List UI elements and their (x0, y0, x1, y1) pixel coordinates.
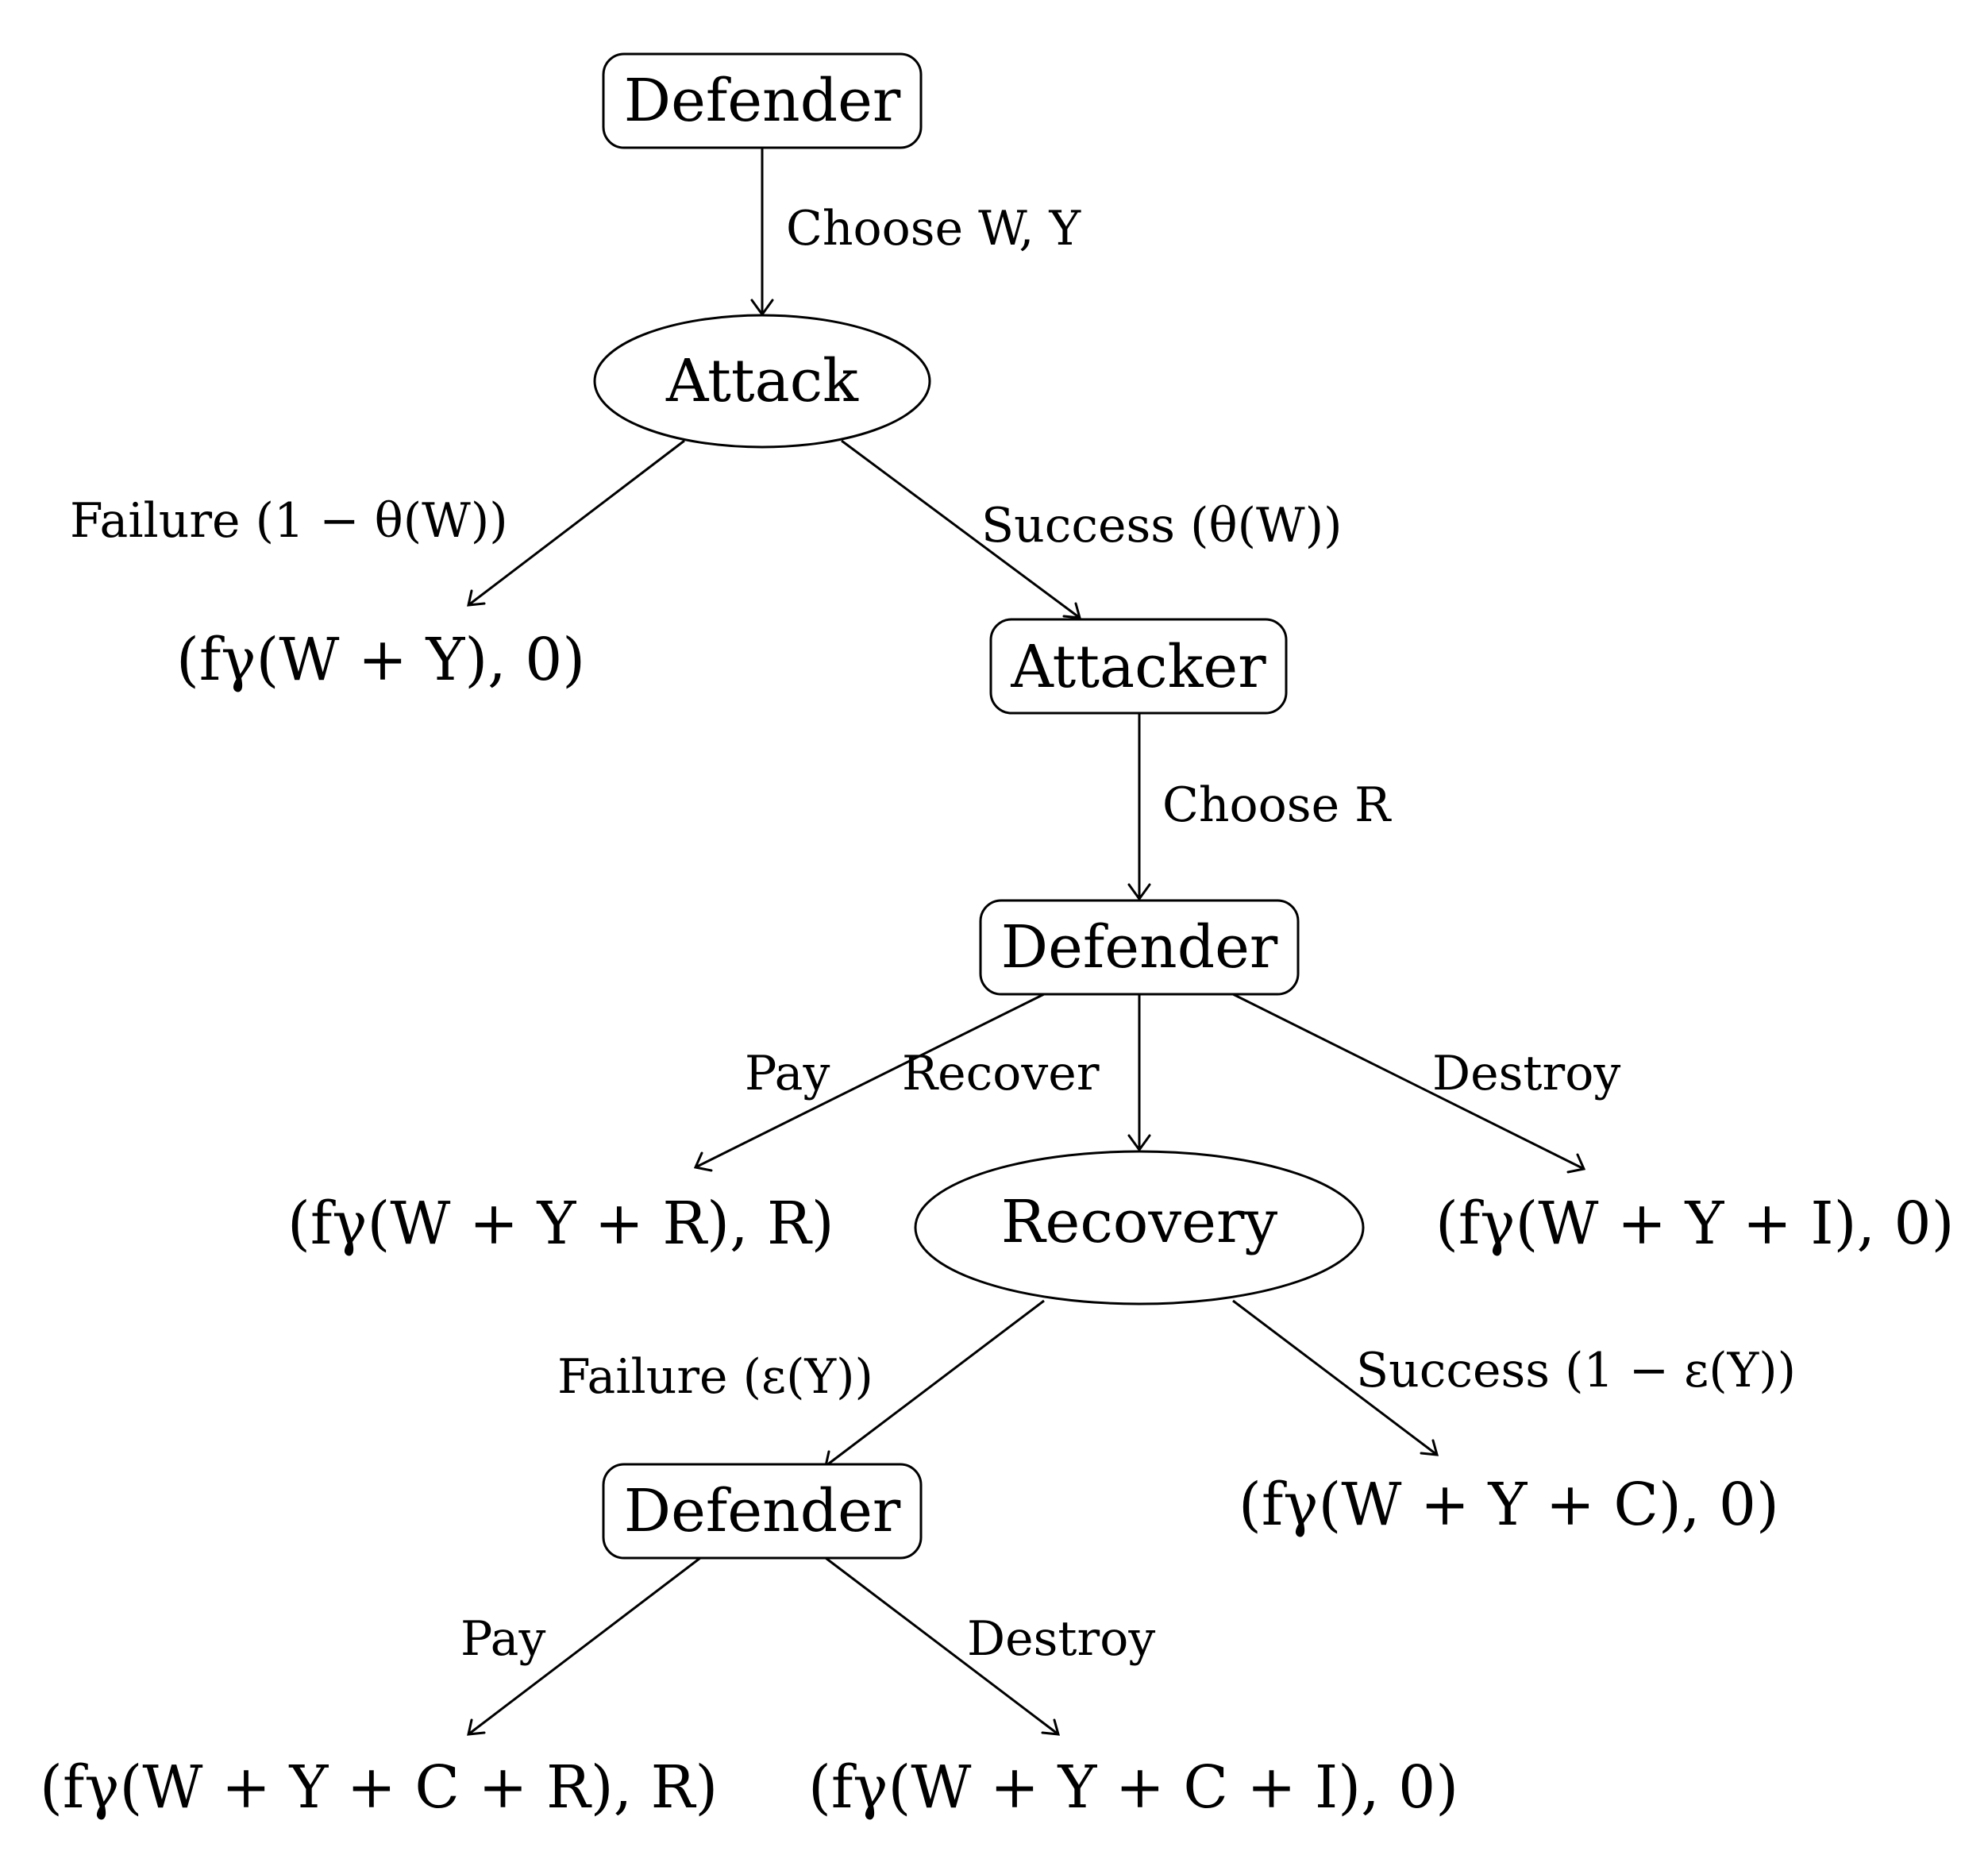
edges (467, 148, 1586, 1736)
edge-label-recovery-failure: Failure (ε(Y)) (557, 1349, 873, 1405)
arrowhead-recovery-success (1420, 1439, 1439, 1456)
node-attack-label: Attack (665, 347, 859, 415)
arrowhead-recover (1127, 1134, 1151, 1152)
arrowhead-pay-bottom (467, 1718, 486, 1736)
payoff-destroy: (fγ(W + Y + I), 0) (1435, 1190, 1954, 1258)
arrowhead-defender-mid (1127, 883, 1151, 901)
edge-destroy-bottom (825, 1556, 1059, 1736)
arrowhead-attack-success (1062, 602, 1082, 619)
node-defender-top: Defender (602, 52, 923, 149)
node-attack: Attack (593, 314, 931, 449)
edge-label-choose-wy: Choose W, Y (786, 201, 1081, 256)
edge-label-attack-failure: Failure (1 − θ(W)) (70, 493, 508, 549)
edge-pay (695, 993, 1045, 1169)
arrowhead-destroy-bottom (1041, 1718, 1061, 1736)
node-defender-mid: Defender (979, 899, 1300, 996)
node-recovery: Recovery (914, 1150, 1365, 1305)
edge-label-recovery-success: Success (1 − ε(Y)) (1356, 1343, 1796, 1398)
arrowhead-pay (693, 1151, 713, 1172)
node-defender-mid-label: Defender (1001, 913, 1278, 981)
node-defender-bottom-label: Defender (624, 1477, 901, 1545)
edge-destroy (1232, 993, 1585, 1170)
edge-recovery-failure (825, 1299, 1045, 1467)
payoff-recovery-success: (fγ(W + Y + C), 0) (1239, 1471, 1779, 1539)
node-attacker-label: Attacker (1010, 633, 1266, 701)
edge-label-attack-success: Success (θ(W)) (981, 498, 1343, 553)
payoff-attack-failure: (fγ(W + Y), 0) (176, 626, 585, 694)
payoff-pay: (fγ(W + Y + R), R) (287, 1190, 834, 1258)
edge-attack-success (841, 439, 1081, 619)
node-recovery-label: Recovery (1001, 1188, 1277, 1256)
edge-pay-bottom (468, 1556, 701, 1736)
arrowhead-attack-failure (467, 589, 486, 607)
node-attacker: Attacker (989, 618, 1288, 715)
arrowhead-destroy (1566, 1153, 1586, 1174)
edge-attack-failure (468, 439, 685, 607)
node-defender-bottom: Defender (602, 1463, 923, 1560)
edge-label-pay-bottom: Pay (460, 1611, 545, 1667)
edge-label-destroy-bottom: Destroy (967, 1611, 1155, 1667)
edge-label-pay: Pay (745, 1046, 830, 1101)
node-defender-top-label: Defender (624, 67, 901, 135)
edge-label-destroy: Destroy (1432, 1046, 1620, 1101)
edge-label-choose-r: Choose R (1162, 777, 1392, 833)
payoff-destroy-after-recovery-failure: (fγ(W + Y + C + I), 0) (808, 1753, 1458, 1822)
edge-recovery-success (1232, 1299, 1438, 1456)
payoff-pay-after-recovery-failure: (fγ(W + Y + C + R), R) (40, 1753, 718, 1822)
edge-label-recover: Recover (902, 1046, 1100, 1101)
